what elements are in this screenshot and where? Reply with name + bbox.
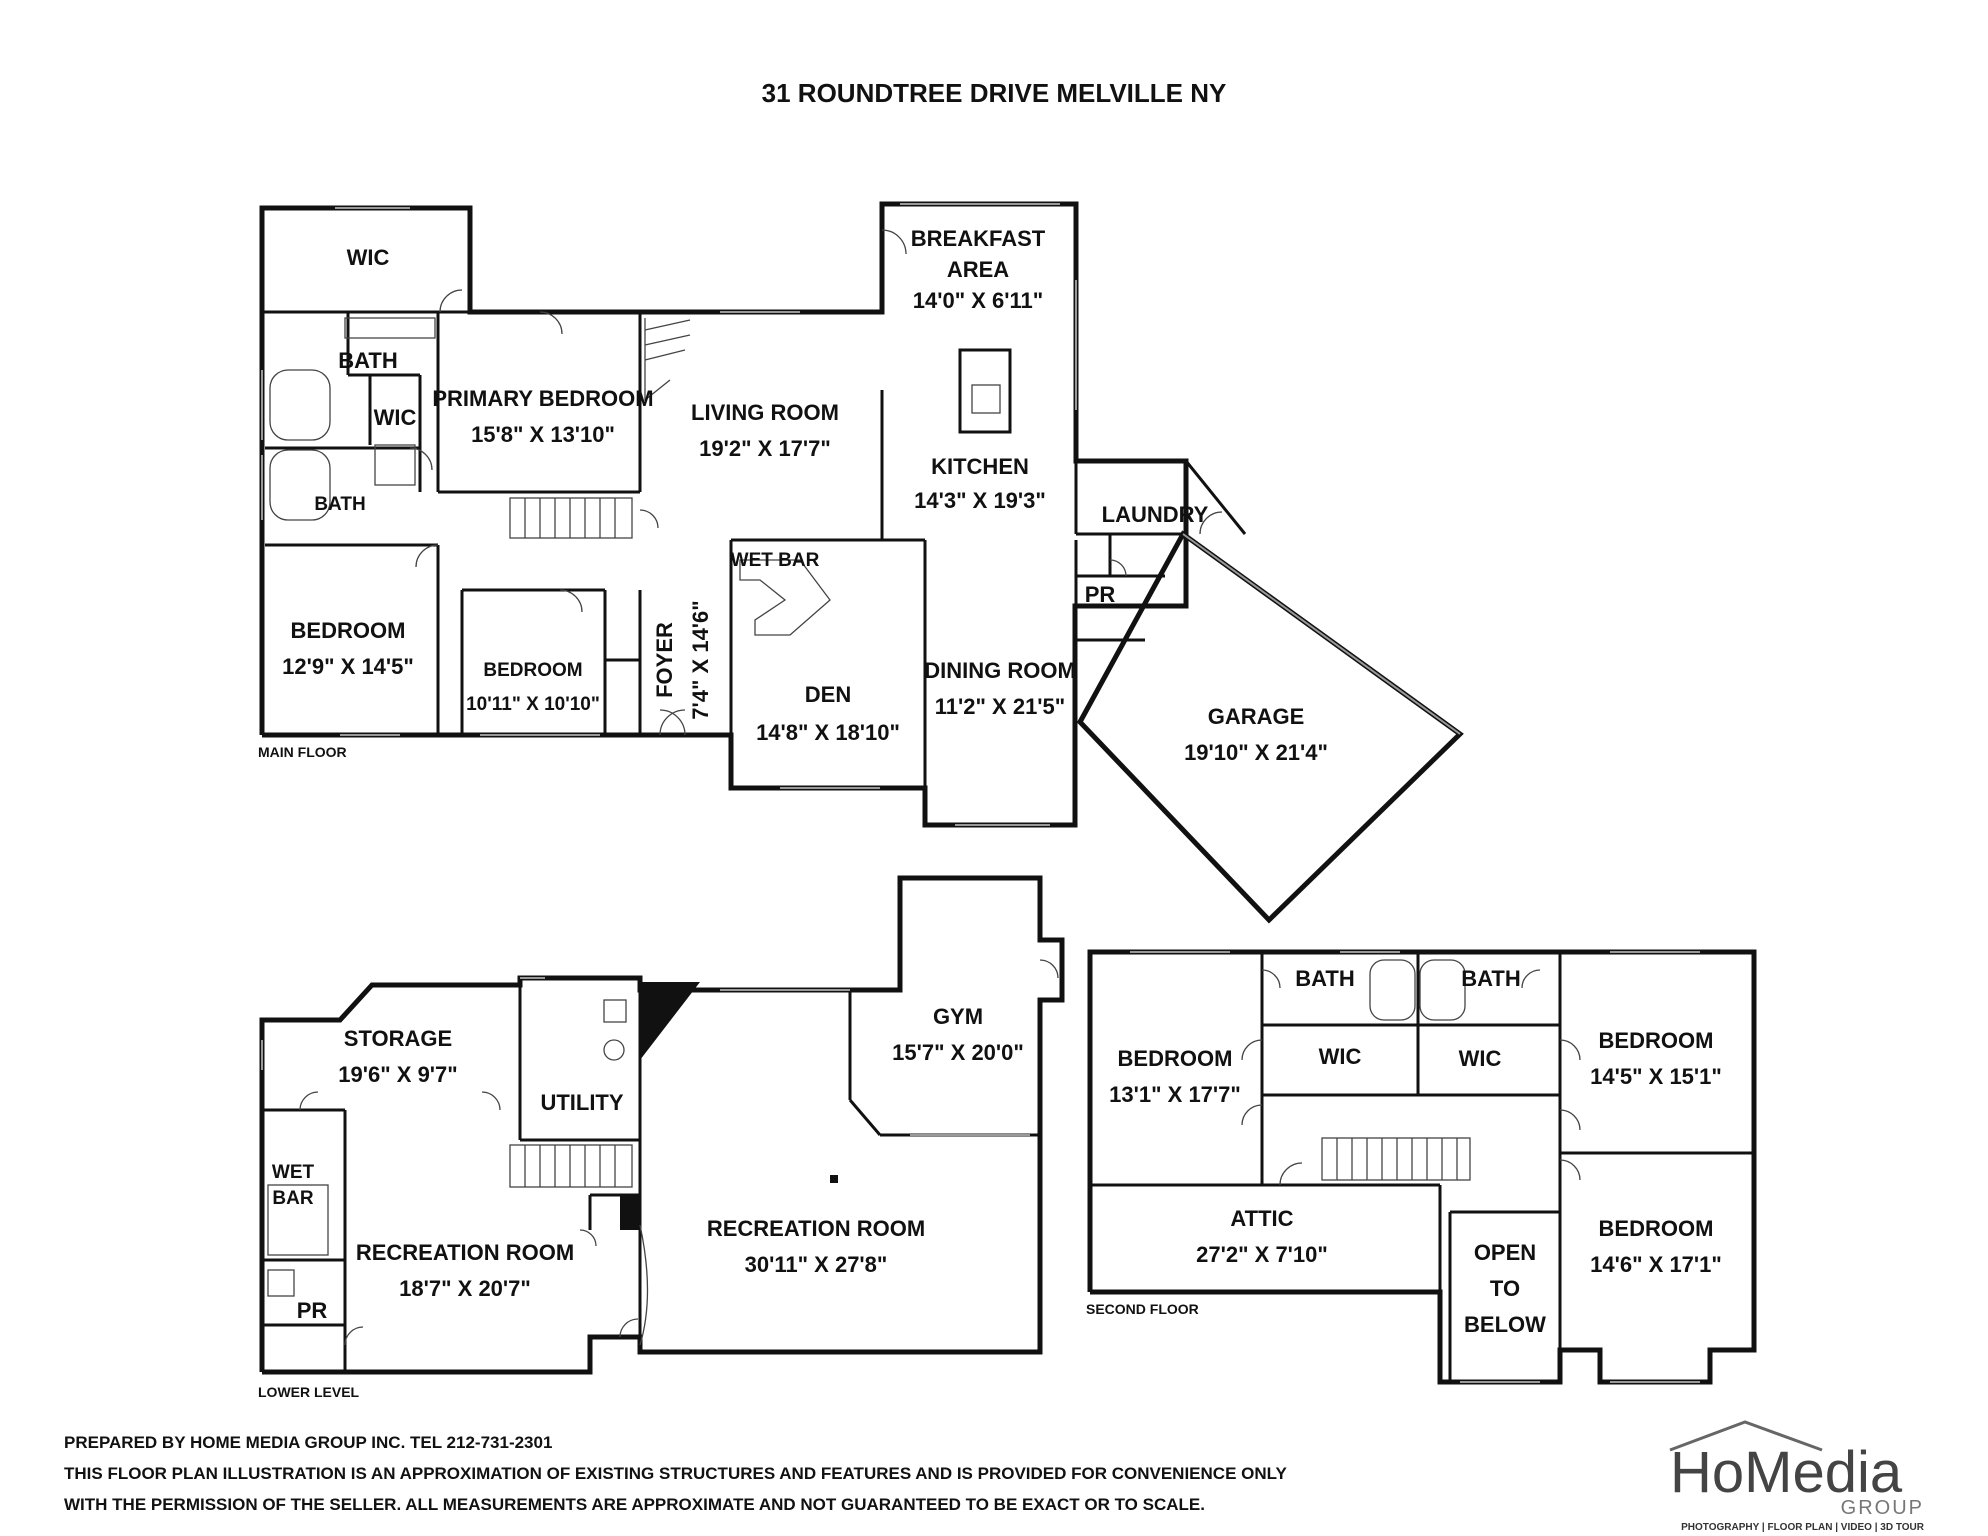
- dining-room-label: DINING ROOM: [924, 658, 1076, 683]
- second-wic-b-label: WIC: [1459, 1046, 1502, 1071]
- logo-tagline: PHOTOGRAPHY | FLOOR PLAN | VIDEO | 3D TO…: [1681, 1522, 1925, 1533]
- primary-bedroom-dims: 15'8" X 13'10": [471, 422, 615, 447]
- gym-dims: 15'7" X 20'0": [892, 1040, 1024, 1065]
- page-title: 31 ROUNDTREE DRIVE MELVILLE NY: [762, 78, 1227, 108]
- attic-label: ATTIC: [1230, 1206, 1293, 1231]
- second-bedroom-left-dims: 13'1" X 17'7": [1109, 1082, 1241, 1107]
- second-bedroom-r2-label: BEDROOM: [1599, 1216, 1714, 1241]
- bedroom1-label: BEDROOM: [291, 618, 406, 643]
- dining-room-dims: 11'2" X 21'5": [935, 694, 1065, 719]
- rec-room2-dims: 30'11" X 27'8": [745, 1252, 888, 1277]
- footer-prepared-by: PREPARED BY HOME MEDIA GROUP INC. TEL 21…: [64, 1433, 552, 1452]
- lower-pr-label: PR: [297, 1298, 328, 1323]
- rec-room1-dims: 18'7" X 20'7": [399, 1276, 531, 1301]
- open-to-below-1: OPEN: [1474, 1240, 1536, 1265]
- rec-room1-label: RECREATION ROOM: [356, 1240, 574, 1265]
- main-bath2-label: BATH: [314, 494, 365, 515]
- second-floor-caption: SECOND FLOOR: [1086, 1301, 1199, 1317]
- main-stairs: [509, 318, 691, 539]
- den-label: DEN: [805, 682, 851, 707]
- rec-room2-label: RECREATION ROOM: [707, 1216, 925, 1241]
- living-room-dims: 19'2" X 17'7": [699, 436, 831, 461]
- storage-label: STORAGE: [344, 1026, 452, 1051]
- primary-bedroom-label: PRIMARY BEDROOM: [432, 386, 653, 411]
- footer-disclaimer-2: WITH THE PERMISSION OF THE SELLER. ALL M…: [64, 1495, 1205, 1514]
- second-bath-b-label: BATH: [1461, 966, 1520, 991]
- wet-bar-label: WET BAR: [731, 550, 820, 571]
- foyer-label: FOYER: [652, 622, 677, 698]
- lower-stairs: [509, 1144, 633, 1188]
- main-bath1-label: BATH: [338, 348, 397, 373]
- kitchen-dims: 14'3" X 19'3": [914, 488, 1046, 513]
- column-block: [620, 1195, 640, 1230]
- lower-wet-label-2: BAR: [272, 1188, 313, 1209]
- second-bedroom-r2-dims: 14'6" X 17'1": [1590, 1252, 1722, 1277]
- main-floor: WIC BATH WIC PRIMARY BEDROOM 15'8" X 13'…: [258, 201, 1464, 924]
- second-stairs: [1321, 1137, 1471, 1181]
- second-wic-a-label: WIC: [1319, 1044, 1362, 1069]
- second-bedroom-left-label: BEDROOM: [1118, 1046, 1233, 1071]
- laundry-label: LAUNDRY: [1102, 502, 1209, 527]
- second-bedroom-r1-label: BEDROOM: [1599, 1028, 1714, 1053]
- homedia-logo: HoMedia GROUP PHOTOGRAPHY | FLOOR PLAN |…: [1669, 1420, 1925, 1533]
- breakfast-label-2: AREA: [947, 257, 1009, 282]
- second-bedroom-r1-dims: 14'5" X 15'1": [1590, 1064, 1722, 1089]
- door-swings-main: [409, 229, 1223, 736]
- windows-main: [261, 203, 1461, 826]
- post-marker: [830, 1175, 838, 1183]
- second-floor: BEDROOM 13'1" X 17'7" BATH BATH WIC WIC …: [1086, 949, 1757, 1385]
- logo-sub: GROUP: [1841, 1497, 1924, 1519]
- chimney-block: [640, 982, 700, 1060]
- main-floor-caption: MAIN FLOOR: [258, 744, 347, 760]
- storage-dims: 19'6" X 9'7": [338, 1062, 457, 1087]
- open-to-below-3: BELOW: [1464, 1312, 1546, 1337]
- lower-level-caption: LOWER LEVEL: [258, 1384, 360, 1400]
- lower-wet-label-1: WET: [272, 1162, 315, 1183]
- main-wic-label: WIC: [347, 245, 390, 270]
- bedroom2-dims: 10'11" X 10'10": [466, 694, 600, 715]
- living-room-label: LIVING ROOM: [691, 400, 839, 425]
- utility-label: UTILITY: [540, 1090, 623, 1115]
- bedroom1-dims: 12'9" X 14'5": [282, 654, 414, 679]
- second-bath-a-label: BATH: [1295, 966, 1354, 991]
- logo-brand: HoMedia: [1670, 1440, 1903, 1505]
- gym-label: GYM: [933, 1004, 983, 1029]
- foyer-dims: 7'4" X 14'6": [688, 600, 713, 719]
- breakfast-label-1: BREAKFAST: [911, 226, 1046, 251]
- footer-disclaimer-1: THIS FLOOR PLAN ILLUSTRATION IS AN APPRO…: [64, 1464, 1287, 1483]
- kitchen-label: KITCHEN: [931, 454, 1029, 479]
- garage-label: GARAGE: [1208, 704, 1305, 729]
- garage-dims: 19'10" X 21'4": [1184, 740, 1328, 765]
- den-dims: 14'8" X 18'10": [756, 720, 900, 745]
- logo-roof-icon: [1669, 1420, 1823, 1452]
- breakfast-dims: 14'0" X 6'11": [913, 288, 1043, 313]
- attic-dims: 27'2" X 7'10": [1196, 1242, 1328, 1267]
- main-wic2-label: WIC: [374, 405, 417, 430]
- open-to-below-2: TO: [1490, 1276, 1520, 1301]
- main-pr-label: PR: [1085, 582, 1116, 607]
- lower-level: STORAGE 19'6" X 9'7" UTILITY GYM 15'7" X…: [258, 875, 1065, 1400]
- bedroom2-label: BEDROOM: [483, 660, 582, 681]
